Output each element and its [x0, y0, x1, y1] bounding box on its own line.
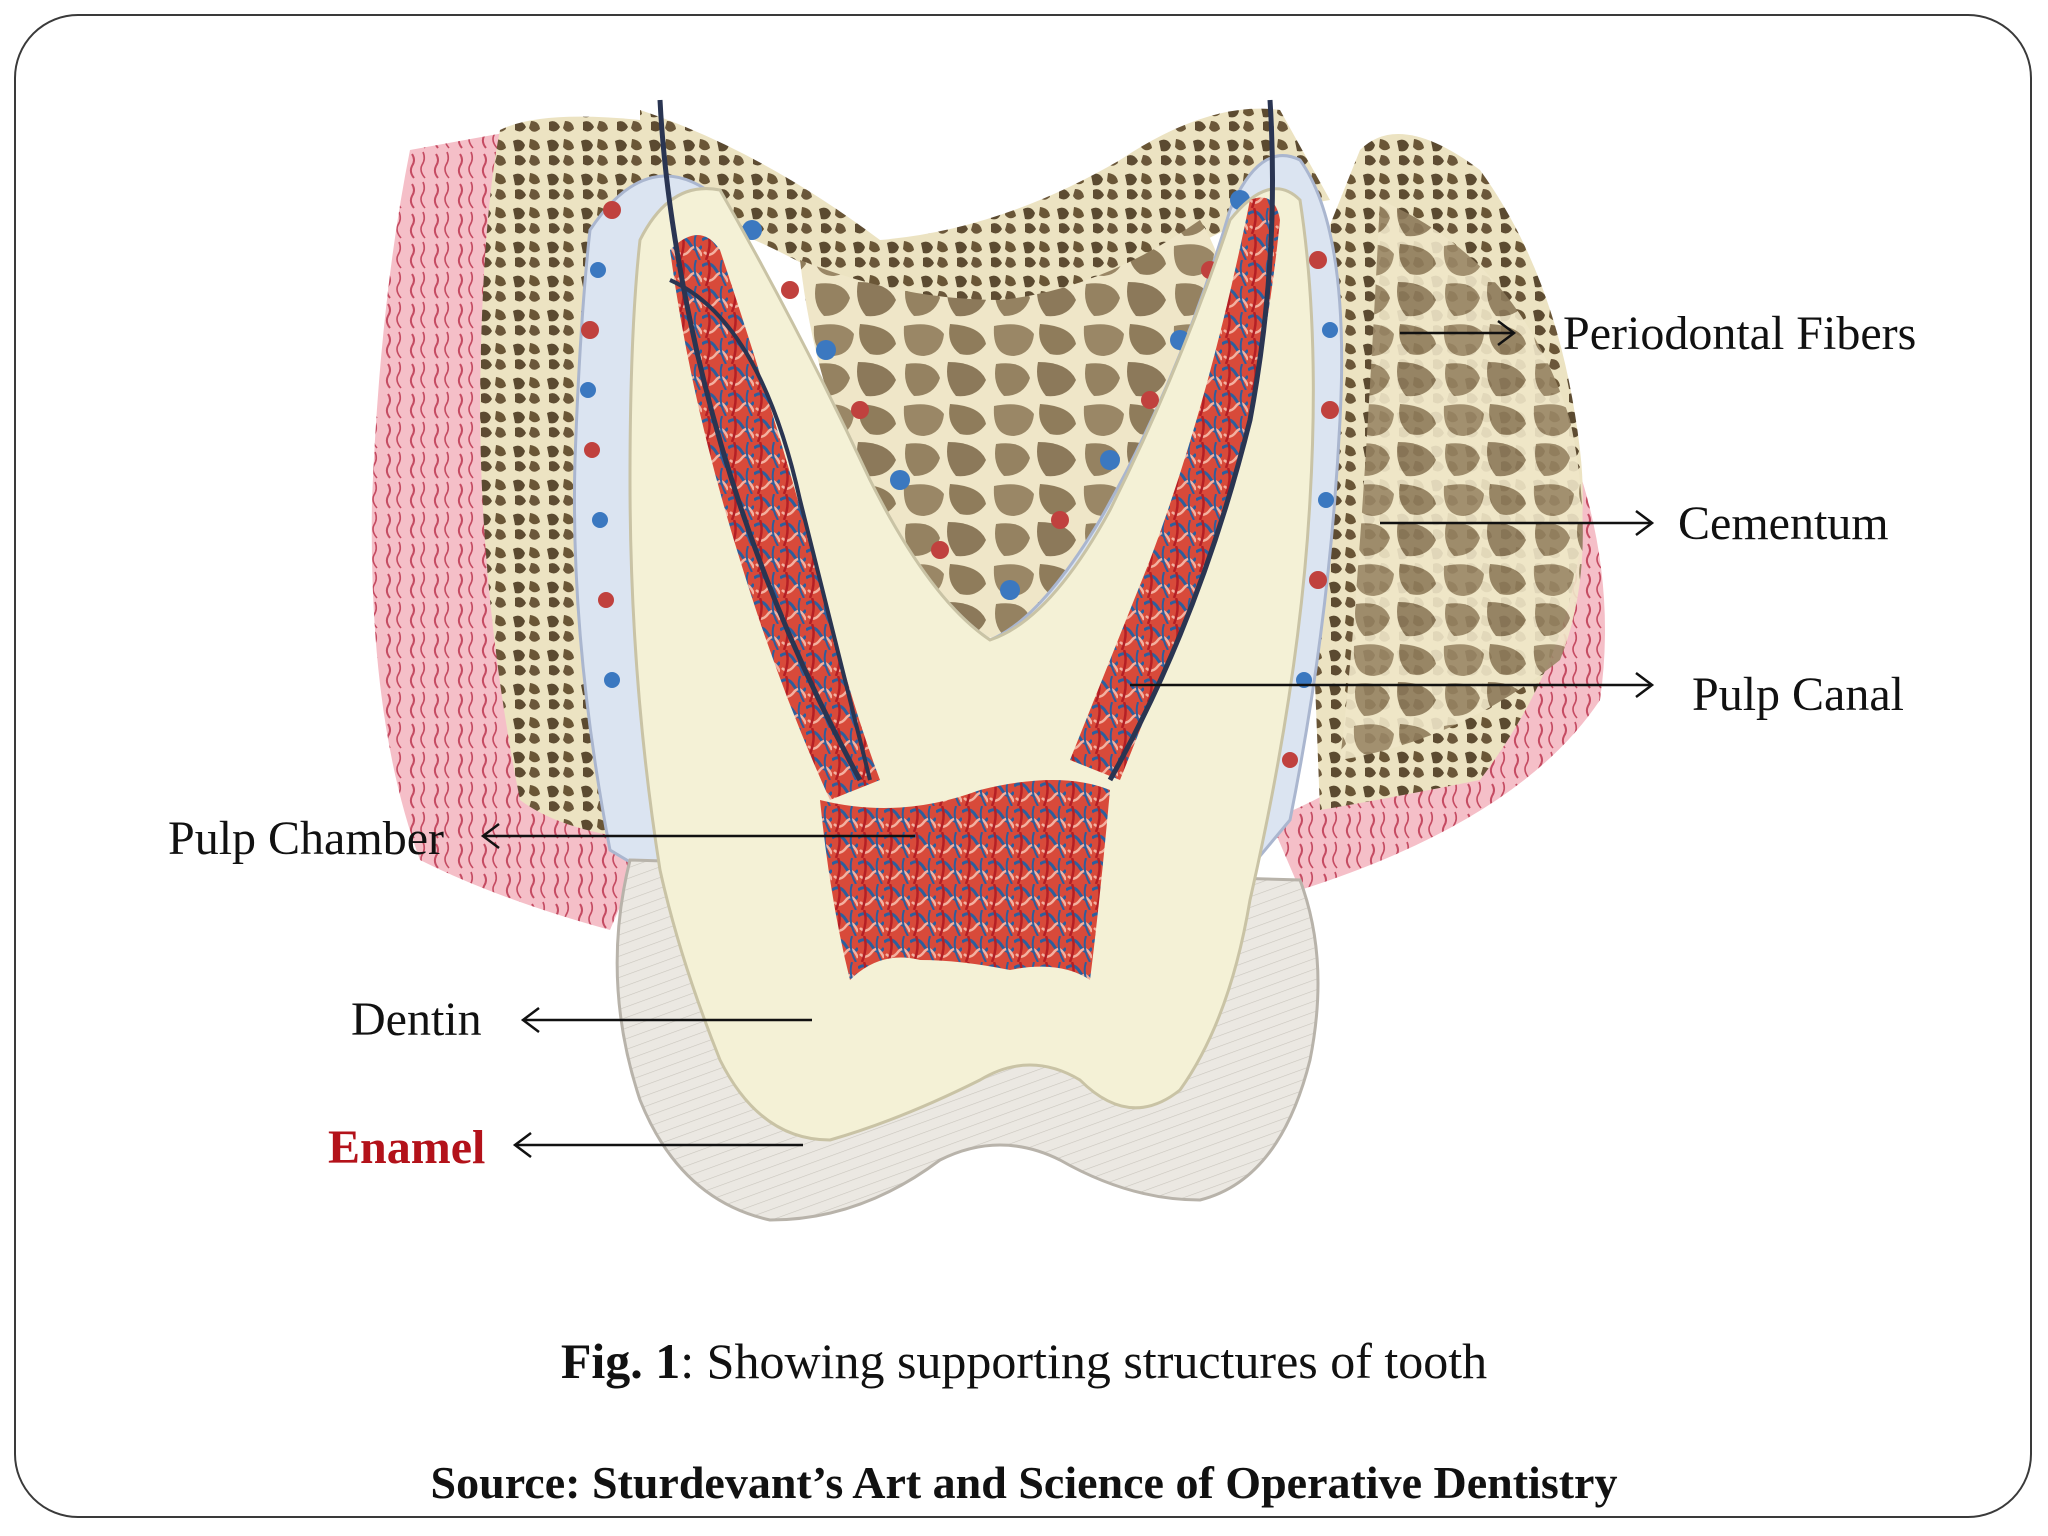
pulp-canal-left: [670, 235, 880, 800]
nerve-right: [1107, 99, 1275, 782]
figure-caption: Fig. 1: Showing supporting structures of…: [0, 1336, 2048, 1386]
nerve-left-branch: [669, 278, 872, 781]
source-citation: Source: Sturdevant’s Art and Science of …: [430, 1457, 1618, 1508]
label-periodontal-fibers: Periodontal Fibers: [1563, 307, 1917, 360]
figure-caption-label: Fig. 1: [560, 1333, 681, 1389]
dentin: [628, 187, 1315, 1142]
pulp-canal-right: [1070, 197, 1280, 780]
nerve-left: [657, 99, 863, 782]
leader-lines: [480, 320, 1655, 1158]
outer-bone-right: [1340, 200, 1583, 760]
label-dentin: Dentin: [351, 993, 482, 1046]
label-enamel: Enamel: [328, 1121, 486, 1174]
pulp-chamber: [820, 780, 1110, 980]
label-cementum: Cementum: [1678, 497, 1889, 550]
figure-caption-text: : Showing supporting structures of tooth: [680, 1333, 1488, 1389]
label-pulp-chamber: Pulp Chamber: [168, 812, 444, 865]
label-pulp-canal: Pulp Canal: [1692, 668, 1904, 721]
